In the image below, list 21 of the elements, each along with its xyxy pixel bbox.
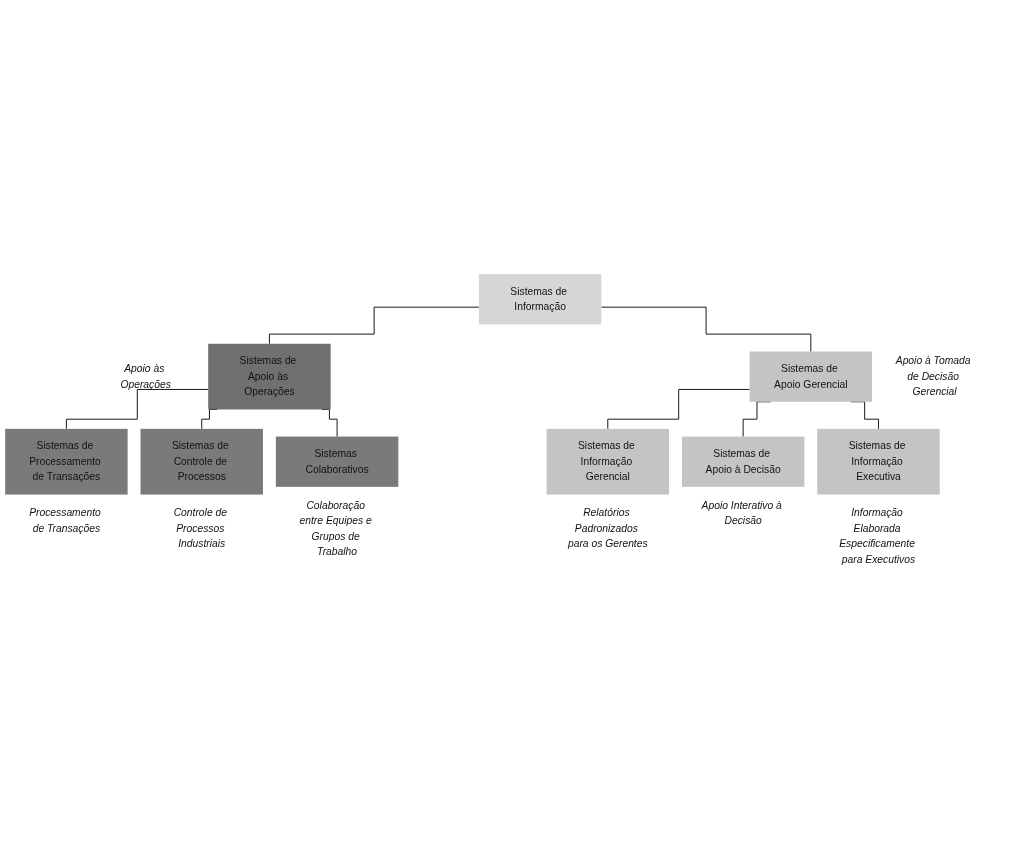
node-box: Sistemas de Processamento de Transações — [5, 429, 128, 495]
node-label: Controle de Processos Industriais — [173, 507, 227, 550]
node-label: Relatórios Padronizados para os Gerentes — [567, 507, 648, 550]
node-box: Sistemas de Informação Executiva — [817, 429, 940, 495]
node-box: Sistemas de Apoio às Operações — [208, 344, 331, 410]
node-box: Sistemas de Informação Gerencial — [546, 429, 669, 495]
node-box: Sistemas Colaborativos — [275, 436, 399, 488]
node-label: Informação Elaborada Especificamente para Executivos — [839, 507, 916, 566]
node-box: Sistemas de Apoio à Decisão — [681, 436, 805, 488]
connector — [600, 307, 812, 353]
node-label: Apoio às Operações — [120, 363, 171, 390]
connector — [268, 307, 480, 345]
node-label: Processamento de Transações — [29, 507, 101, 535]
node-box: Sistemas de Apoio Gerencial — [749, 351, 873, 403]
node-label: Apoio Interativo à Decisão — [701, 500, 782, 527]
connector — [607, 389, 751, 430]
connector — [65, 389, 209, 430]
node-box: Sistemas de Controle de Processos — [140, 429, 263, 495]
node-label: Apoio à Tomada de Decisão Gerencial — [895, 355, 971, 398]
node-box: Sistemas de Informação — [478, 274, 602, 325]
node-label: Colaboração entre Equipes e Grupos de Trabalho — [299, 500, 372, 558]
